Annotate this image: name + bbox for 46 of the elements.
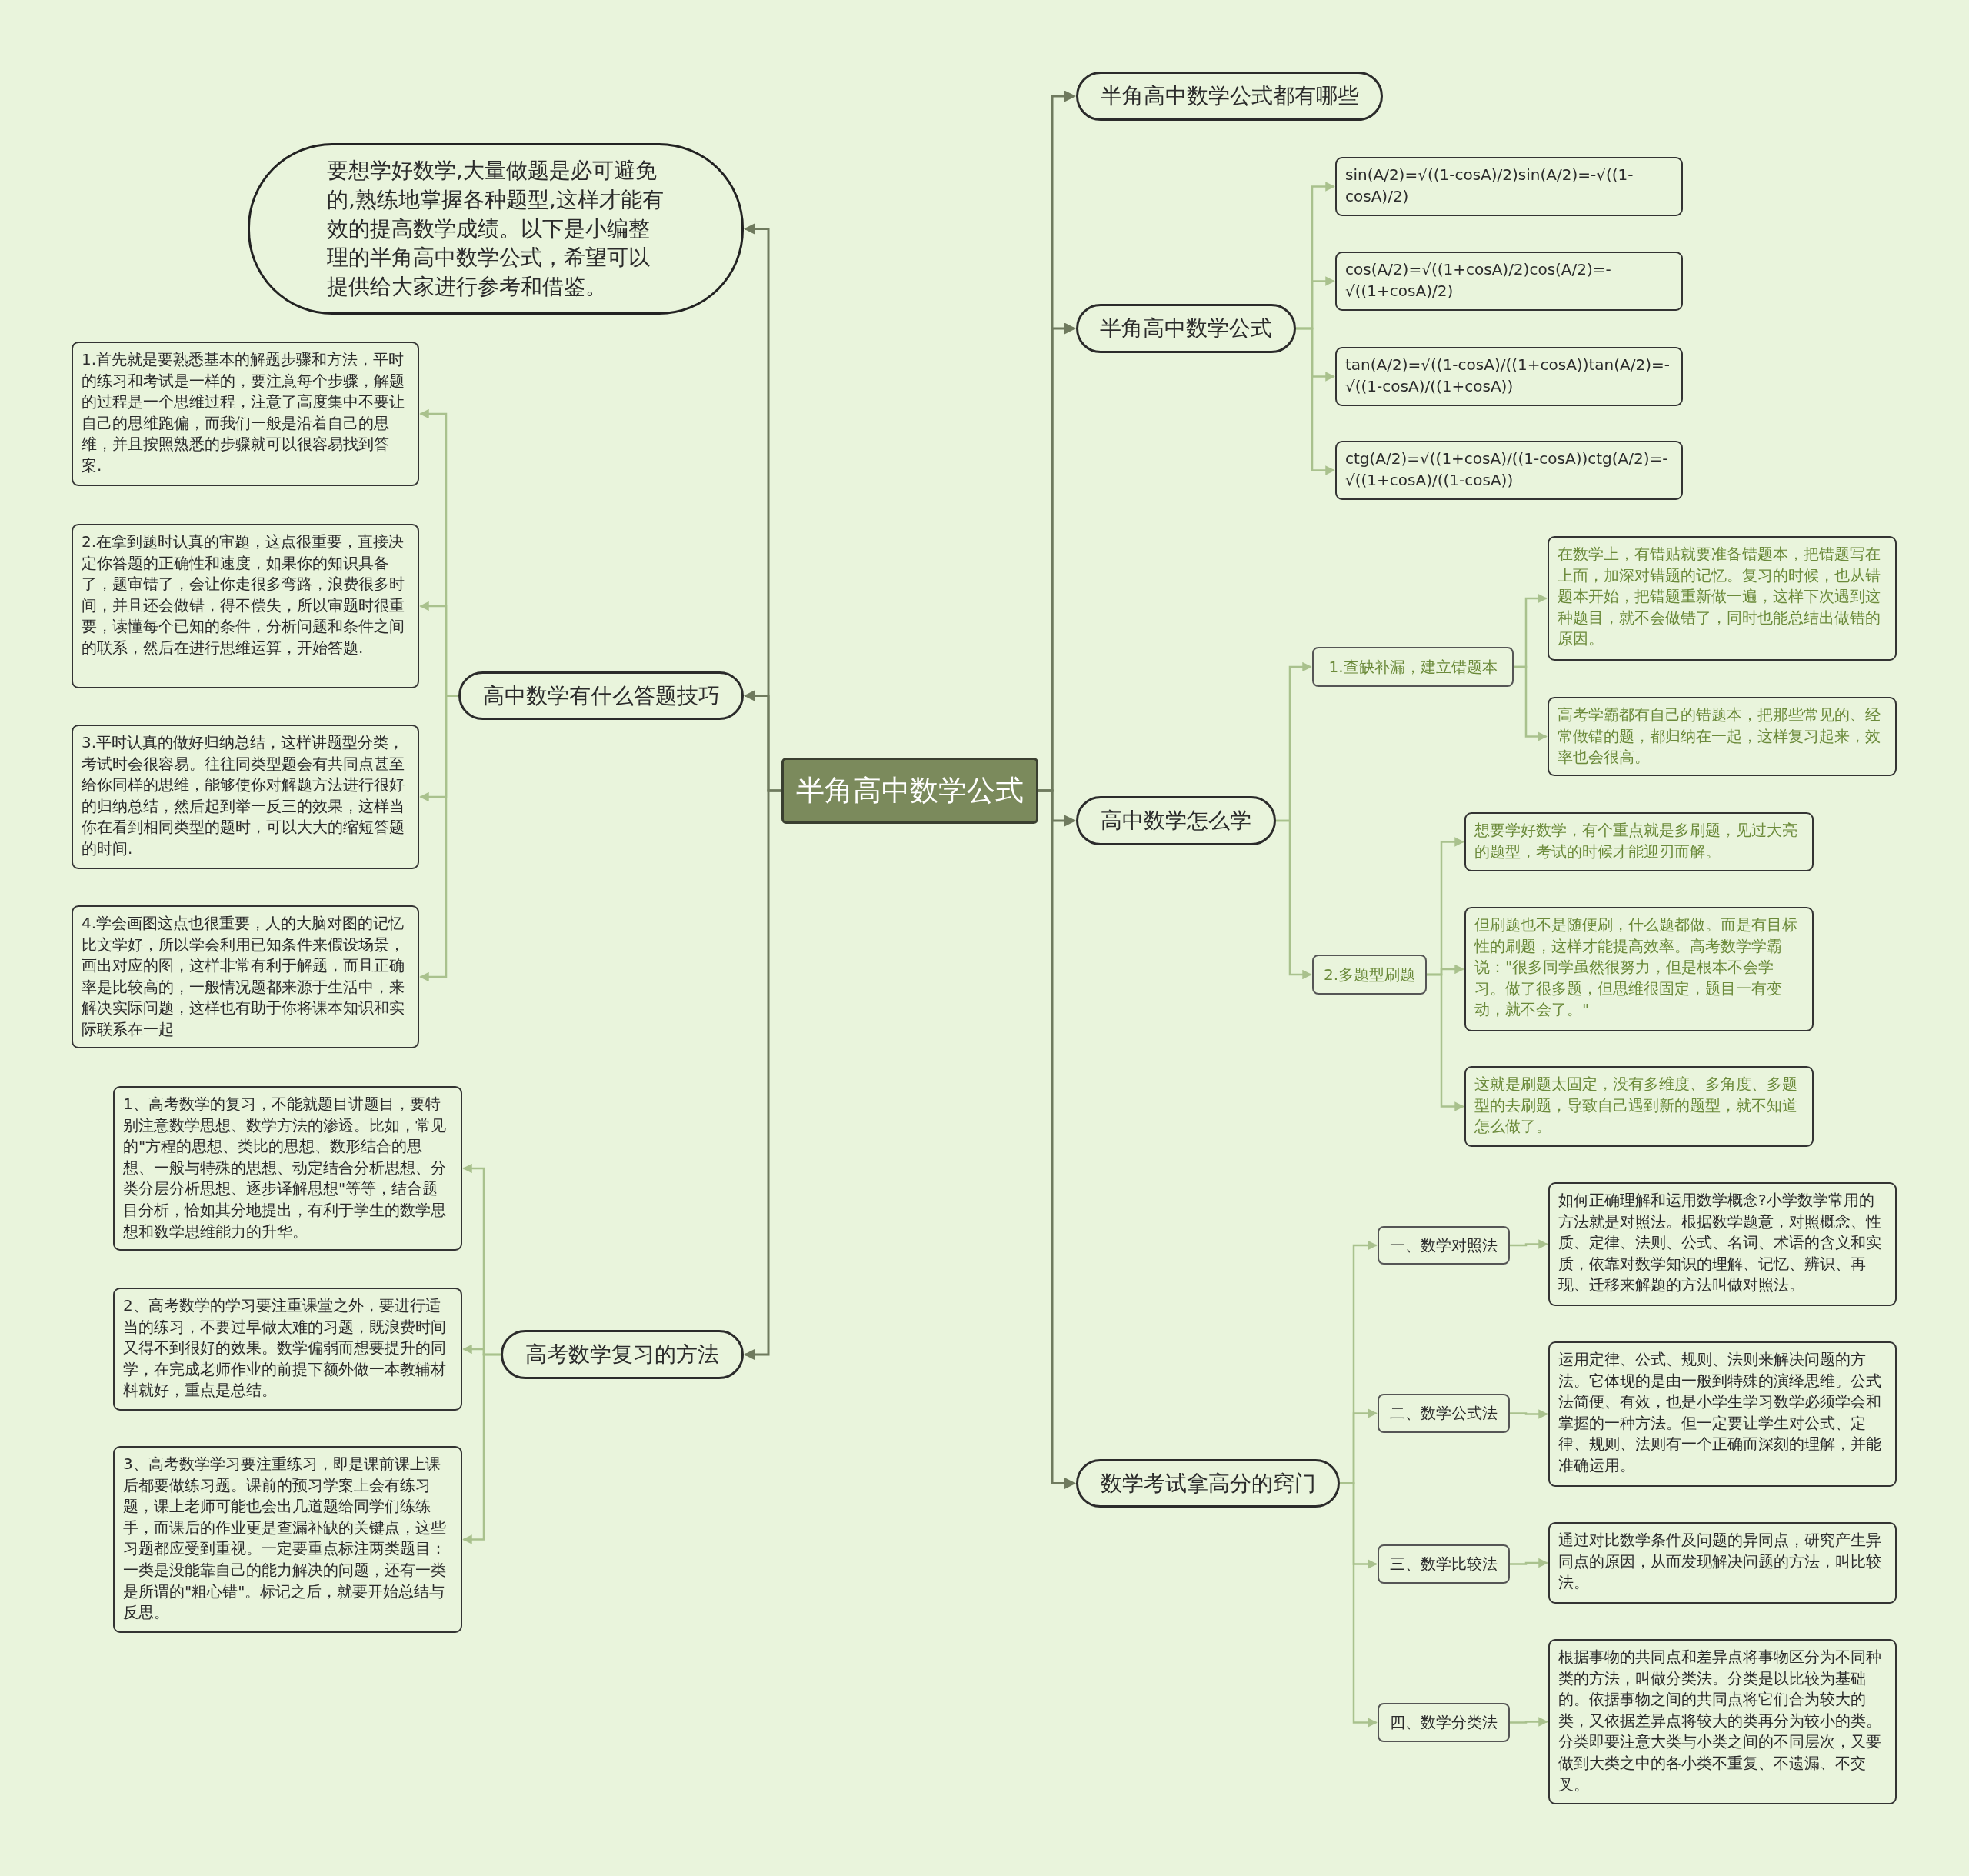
connector-arrow [462, 1353, 501, 1544]
connector-arrow [1340, 1482, 1378, 1728]
connector-arrow [1510, 1717, 1548, 1727]
connector-arrow [1510, 1239, 1548, 1249]
connector-arrow [1276, 819, 1312, 980]
note-box: 运用定律、公式、规则、法则来解决问题的方法。它体现的是由一般到特殊的演绎思维。公式法简便、有效，也是小学生学习数学必须学会和掌握的一种方法。但一定要让学生对公式、定律、规则、法则有一个正确而深刻的理解，并能准确运用。 [1548, 1341, 1897, 1487]
note-box: 2.在拿到题时认真的审题，这点很重要，直接决定你答题的正确性和速度，如果你的知识具备了，题审错了，会让你走很多弯路，浪费很多时间，并且还会做错，得不偿失，所以审题时很重要，读懂每个已知的条件，分析问题和条件之间的联系，然后在进行思维运算，开始答题. [72, 524, 419, 688]
subtopic-box: 二、数学公式法 [1378, 1394, 1510, 1433]
note-box: 这就是刷题太固定，没有多维度、多角度、多题型的去刷题，导致自己遇到新的题型，就不知道怎么做了。 [1464, 1066, 1814, 1147]
note-box: 3、高考数学学习要注重练习，即是课前课上课后都要做练习题。课前的预习学案上会有练习题，课上老师可能也会出几道题给同学们练练手，而课后的作业更是查漏补缺的关键点，这些习题都应受到重视。一定要重点标注两类题目：一类是没能靠自己的能力解决的问题，还有一类是所谓的"粗心错"。标记之后，就要开始总结与反思。 [113, 1446, 462, 1633]
topic-pill: 高考数学复习的方法 [501, 1330, 744, 1379]
topic-pill: 高中数学有什么答题技巧 [458, 671, 744, 720]
central-topic-box: 半角高中数学公式 [781, 758, 1038, 824]
note-box: 3.平时认真的做好归纳总结，这样讲题型分类，考试时会很容易。往往同类型题会有共同点甚至给你同样的思维，能够使你对解题方法进行很好的归纳总结，然后起到举一反三的效果，这样当你在看到相同类型的题时，可以大大的缩短答题的时间. [72, 725, 419, 869]
topic-pill: 数学考试拿高分的窍门 [1076, 1459, 1340, 1508]
topic-pill: 半角高中数学公式 [1076, 304, 1296, 353]
intro-bubble: 要想学好数学,大量做题是必可避免的,熟练地掌握各种题型,这样才能有效的提高数学成绩。以下是小编整理的半角高中数学公式，希望可以提供给大家进行参考和借鉴。 [248, 143, 744, 315]
connector-arrow [1427, 973, 1464, 1111]
subtopic-box: 三、数学比较法 [1378, 1544, 1510, 1584]
subtopic-box: 一、数学对照法 [1378, 1226, 1510, 1265]
subtopic-box: 2.多题型刷题 [1312, 955, 1427, 995]
note-box: 但刷题也不是随便刷，什么题都做。而是有目标性的刷题，这样才能提高效率。高考数学学霸说："很多同学虽然很努力，但是根本不会学习。做了很多题，但思维很固定，题目一有变动，就不会了。" [1464, 907, 1814, 1031]
note-box: 想要学好数学，有个重点就是多刷题，见过大亮的题型，考试的时候才能迎刃而解。 [1464, 812, 1814, 871]
connector-arrow [1510, 1558, 1548, 1568]
topic-pill: 半角高中数学公式都有哪些 [1076, 72, 1383, 121]
connector-arrow [744, 789, 781, 1361]
note-box: 在数学上，有错贴就要准备错题本，把错题写在上面，加深对错题的记忆。复习的时候，也从错题本开始，把错题重新做一遍，这样下次遇到这种题目，就不会做错了，同时也能总结出做错的原因。 [1548, 536, 1897, 661]
subtopic-box: 1.查缺补漏，建立错题本 [1312, 647, 1514, 687]
subtopic-box: 四、数学分类法 [1378, 1703, 1510, 1742]
note-box: 根据事物的共同点和差异点将事物区分为不同种类的方法，叫做分类法。分类是以比较为基础的。依据事物之间的共同点将它们合为较大的类，又依据差异点将较大的类再分为较小的类。分类即要注意大类与小类之间的不同层次，又要做到大类之中的各小类不重复、不遗漏、不交叉。 [1548, 1639, 1897, 1804]
note-box: tan(A/2)=√((1-cosA)/((1+cosA))tan(A/2)=-√((1-cosA)/((1+cosA)) [1335, 347, 1683, 406]
note-box: 通过对比数学条件及问题的异同点，研究产生异同点的原因，从而发现解决问题的方法，叫比较法。 [1548, 1522, 1897, 1604]
connector-arrow [1510, 1409, 1548, 1419]
note-box: sin(A/2)=√((1-cosA)/2)sin(A/2)=-√((1-cosA)/2) [1335, 157, 1683, 216]
note-box: 如何正确理解和运用数学概念?小学数学常用的方法就是对照法。根据数学题意，对照概念、性质、定律、法则、公式、名词、术语的含义和实质，依靠对数学知识的理解、记忆、辨识、再现、迁移来解题的方法叫做对照法。 [1548, 1182, 1897, 1306]
note-box: 高考学霸都有自己的错题本，把那些常见的、经常做错的题，都归纳在一起，这样复习起来，效率也会很高。 [1548, 697, 1897, 776]
connector-arrow [1514, 665, 1548, 741]
note-box: 4.学会画图这点也很重要，人的大脑对图的记忆比文学好，所以学会利用已知条件来假设场景，画出对应的图，这样非常有利于解题，而且正确率是比较高的，一般情况题都来源于生活中，来解决实际问题，这样也有助于你将课本知识和实际联系在一起 [72, 905, 419, 1048]
connector-arrow [1296, 327, 1335, 475]
note-box: 1.首先就是要熟悉基本的解题步骤和方法，平时的练习和考试是一样的，要注意每个步骤，解题的过程是一个思维过程，注意了高度集中不要让自己的思维跑偏，而我们一般是沿着自己的思维，并且按照熟悉的步骤就可以很容易找到答案. [72, 342, 419, 486]
topic-pill: 高中数学怎么学 [1076, 796, 1276, 845]
note-box: cos(A/2)=√((1+cosA)/2)cos(A/2)=-√((1+cosA)/2) [1335, 252, 1683, 311]
note-box: 2、高考数学的学习要注重课堂之外，要进行适当的练习，不要过早做太难的习题，既浪费时间又得不到很好的效果。数学偏弱而想要提升的同学，在完成老师作业的前提下额外做一本教辅材料就好，重点是总结。 [113, 1288, 462, 1411]
note-box: 1、高考数学的复习，不能就题目讲题目，要特别注意数学思想、数学方法的渗透。比如，常见的"方程的思想、类比的思想、数形结合的思想、一般与特殊的思想、动定结合分析思想、分类分层分析思想、逐步译解思想"等等，结合题目分析，恰如其分地提出，有利于学生的数学思想和数学思维能力的升华。 [113, 1086, 462, 1251]
connector-arrow [1038, 789, 1076, 1489]
note-box: ctg(A/2)=√((1+cosA)/((1-cosA))ctg(A/2)=-√((1+cosA)/((1-cosA)) [1335, 441, 1683, 500]
